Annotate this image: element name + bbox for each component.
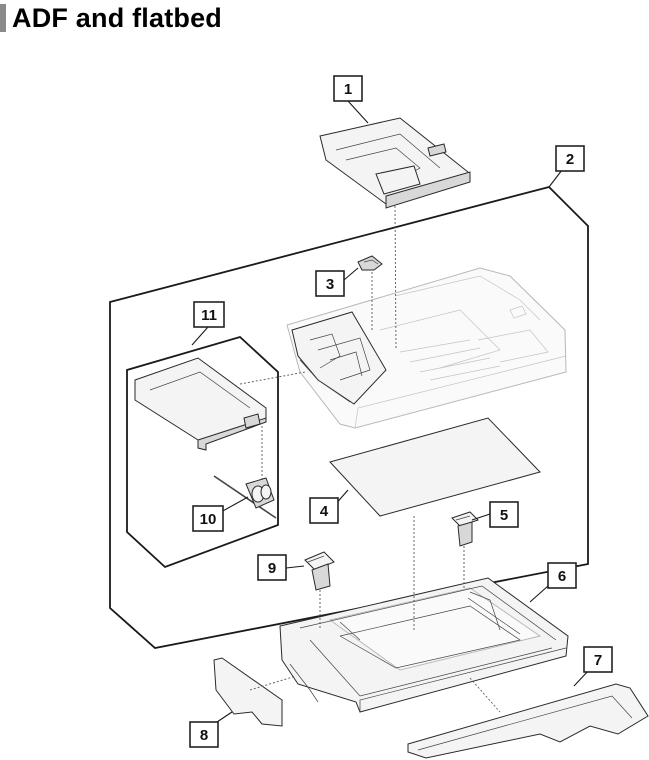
svg-text:7: 7 (594, 652, 602, 669)
svg-text:9: 9 (268, 560, 276, 577)
callout-11: 11 (193, 301, 225, 328)
part-4-scanner-glass (329, 417, 541, 517)
svg-text:1: 1 (344, 81, 352, 98)
part-9-hinge (304, 551, 335, 591)
assembly-guides (239, 205, 501, 713)
callout-2: 2 (555, 145, 585, 172)
separator-group-frame (126, 335, 279, 569)
part-3-clip (357, 255, 383, 271)
part-7-strip-detail (417, 695, 633, 751)
svg-text:3: 3 (326, 276, 334, 293)
callout-7: 7 (583, 646, 613, 673)
svg-text:6: 6 (558, 568, 566, 585)
svg-text:2: 2 (566, 151, 574, 168)
callout-4: 4 (309, 497, 339, 524)
part-7-front-strip (407, 683, 649, 759)
part-8-side-cover (213, 657, 283, 727)
svg-text:4: 4 (320, 503, 329, 520)
callout-10: 10 (192, 505, 224, 532)
part-5-hinge (451, 511, 479, 547)
adf-body (286, 267, 567, 429)
part-6-flatbed (279, 577, 569, 713)
callout-6: 6 (547, 562, 577, 589)
svg-text:10: 10 (200, 511, 217, 528)
part-11-separator-cover (134, 357, 267, 451)
page-title: ADF and flatbed (12, 3, 222, 33)
part-10-pick-roller (213, 475, 277, 519)
callout-8: 8 (189, 721, 219, 748)
title-accent-bar (0, 4, 6, 32)
part-1-adf-input-tray (319, 117, 471, 209)
callout-3: 3 (315, 270, 345, 297)
svg-text:8: 8 (200, 727, 208, 744)
callout-5: 5 (489, 501, 519, 528)
callout-9: 9 (257, 554, 287, 581)
callout-1: 1 (333, 75, 363, 102)
svg-text:11: 11 (201, 307, 217, 324)
svg-text:5: 5 (500, 507, 508, 524)
